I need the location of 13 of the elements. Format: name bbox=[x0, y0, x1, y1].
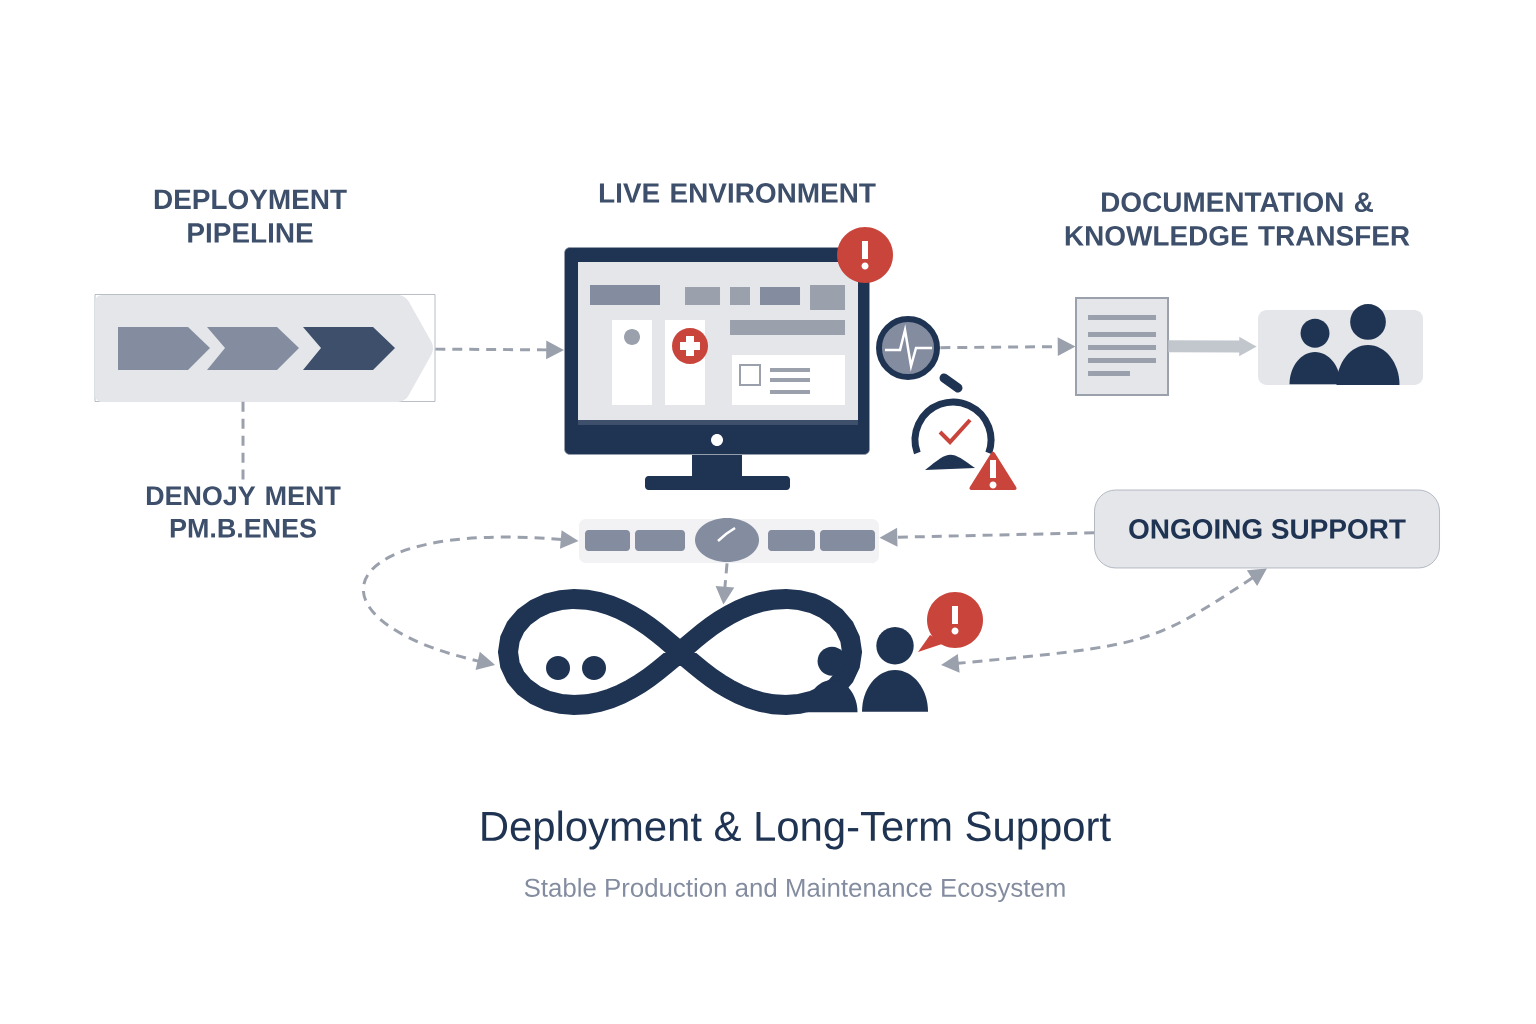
title: Deployment & Long-Term Support bbox=[482, 810, 1111, 850]
heading: DOCUMENTATION & KNOWLEDGE TRANSFER bbox=[1065, 192, 1410, 246]
pipeline-banner bbox=[94, 294, 436, 402]
magnifier-icon bbox=[876, 316, 963, 393]
support-box: ONGOING SUPPORT bbox=[1094, 489, 1440, 569]
document-icon bbox=[1075, 297, 1169, 396]
timeline-bar bbox=[579, 518, 879, 563]
infinity-loop-drawing bbox=[497, 588, 983, 716]
heading: LIVE ENVIRONMENT bbox=[599, 183, 876, 203]
milestones-text: DENOJY MENT PM.B.ENES bbox=[146, 486, 341, 538]
people-icon bbox=[1258, 304, 1423, 385]
heading: DEPLOYMENT PIPELINE bbox=[154, 189, 347, 243]
caption: Stable Production and Maintenance Ecosystem bbox=[524, 877, 1065, 902]
